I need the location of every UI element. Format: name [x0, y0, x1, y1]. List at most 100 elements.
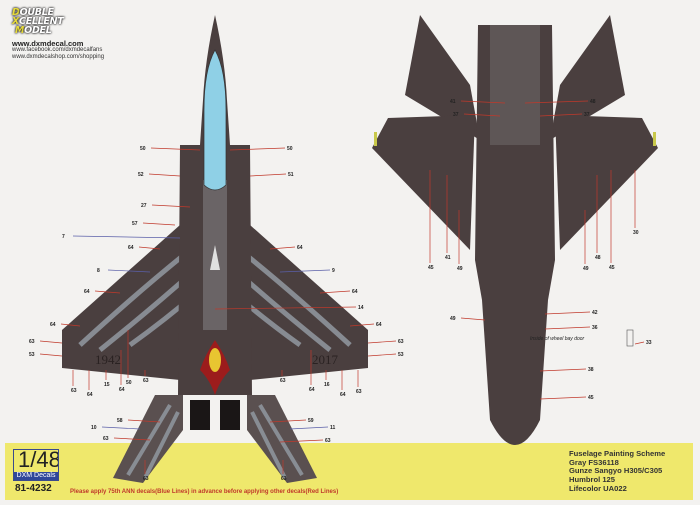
scheme-line: Humbrol 125 — [569, 475, 615, 485]
right-exhaust — [220, 400, 240, 430]
callout-line — [249, 173, 287, 177]
left-wingtip-light — [374, 132, 377, 146]
logo-initial: X — [12, 16, 20, 27]
callout-line — [150, 147, 201, 151]
logo-line: CELLENT — [19, 16, 64, 27]
eagle-emblem — [209, 348, 221, 372]
callout-number: 41 — [450, 99, 456, 105]
scheme-line: Lifecolor UA022 — [569, 483, 627, 493]
catalog-number: 81-4232 — [15, 483, 52, 494]
callout-line — [39, 353, 63, 357]
callout-number: 64 — [50, 322, 56, 328]
scale-badge: 1/48 DXM Decals — [13, 449, 59, 481]
callout-line — [539, 368, 587, 372]
callout-line — [113, 437, 151, 441]
left-tail-fin — [405, 15, 480, 140]
callout-line — [142, 222, 176, 226]
scheme-title: Fuselage Painting Scheme — [569, 449, 666, 458]
bottom-view-aircraft: Inside of wheel bay door — [372, 15, 658, 445]
callout-line — [269, 419, 307, 423]
logo-line: OUBLE — [19, 7, 54, 18]
callout-line — [367, 340, 397, 344]
callout-number: 11 — [330, 425, 336, 431]
callout-number: 36 — [592, 325, 598, 331]
callout-line — [463, 113, 501, 117]
wheel-bay-door-detail — [626, 329, 634, 347]
right-tail-fin — [550, 15, 625, 140]
callout-number: 45 — [428, 265, 434, 271]
callout-line — [229, 147, 286, 151]
top-view-aircraft: 1942 2017 — [62, 15, 368, 483]
callout-line — [539, 396, 587, 400]
callout-line — [94, 290, 121, 294]
callout-number: 7 — [62, 234, 65, 240]
callout-line — [151, 204, 191, 208]
tail-year-right: 2017 — [312, 352, 339, 367]
callout-line — [60, 323, 81, 327]
callout-line — [138, 246, 161, 250]
right-wing — [250, 225, 368, 380]
callout-line — [107, 269, 151, 273]
website-link: www.dxmdecal.com — [12, 39, 84, 48]
callout-number: 63 — [71, 388, 77, 394]
callout-number: 63 — [325, 438, 331, 444]
callout-number: 9 — [332, 268, 335, 274]
callout-number: 59 — [308, 418, 314, 424]
callout-number: 49 — [583, 266, 589, 272]
callout-number: 27 — [141, 203, 147, 209]
callout-number: 16 — [324, 382, 330, 388]
callout-number: 57 — [132, 221, 138, 227]
callout-number: 64 — [87, 392, 93, 398]
tail-year-left: 1942 — [95, 352, 121, 367]
callout-number: 64 — [128, 245, 134, 251]
callout-number: 15 — [104, 382, 110, 388]
right-wingtip-light — [653, 132, 656, 146]
callout-line — [544, 326, 591, 330]
callout-number: 63 — [143, 378, 149, 384]
callout-number: 64 — [84, 289, 90, 295]
callout-line — [101, 426, 141, 430]
scheme-line: Gunze Sangyo H305/C305 — [569, 466, 663, 476]
callout-line — [367, 353, 397, 357]
logo-wordmark: DOUBLE XCELLENT MODEL — [12, 7, 70, 36]
callout-number: 64 — [309, 387, 315, 393]
dxm-logo: DOUBLE XCELLENT MODEL — [12, 7, 70, 36]
arrow-marking — [210, 245, 220, 270]
painting-scheme: Fuselage Painting Scheme Gray FS36118 Gu… — [569, 449, 666, 494]
callout-number: 45 — [588, 395, 594, 401]
logo-line: ODEL — [24, 25, 52, 36]
callout-number: 50 — [287, 146, 293, 152]
callout-number: 64 — [352, 289, 358, 295]
callout-line — [148, 173, 181, 177]
callout-number: 10 — [91, 425, 97, 431]
callout-number: 37 — [584, 112, 590, 118]
callout-number: 53 — [29, 352, 35, 358]
wheel-bay-label: Inside of wheel bay door — [530, 336, 585, 342]
callout-number: 14 — [358, 305, 364, 311]
callout-number: 63 — [398, 339, 404, 345]
callout-line — [349, 323, 375, 327]
callout-number: 30 — [633, 230, 639, 236]
callout-number: 49 — [450, 316, 456, 322]
callout-number: 63 — [29, 339, 35, 345]
callout-number: 63 — [143, 476, 149, 482]
callout-number: 38 — [588, 367, 594, 373]
callout-line — [289, 426, 329, 430]
callout-line — [460, 317, 486, 321]
callout-number: 41 — [445, 255, 451, 261]
scale-value: 1/48 — [18, 449, 59, 472]
right-wing-underside — [555, 115, 658, 250]
logo-initial: D — [12, 7, 20, 18]
callout-number: 53 — [398, 352, 404, 358]
canopy — [203, 49, 227, 191]
callout-number: 8 — [97, 268, 100, 274]
contact-links: www.dxmdecal.com www.facebook.com/dxmdec… — [12, 40, 104, 61]
brand-label: DXM Decals — [14, 472, 58, 480]
callout-number: 63 — [103, 436, 109, 442]
callout-number: 63 — [281, 476, 287, 482]
callout-number: 50 — [140, 146, 146, 152]
callout-line — [524, 100, 589, 104]
callout-number: 64 — [376, 322, 382, 328]
